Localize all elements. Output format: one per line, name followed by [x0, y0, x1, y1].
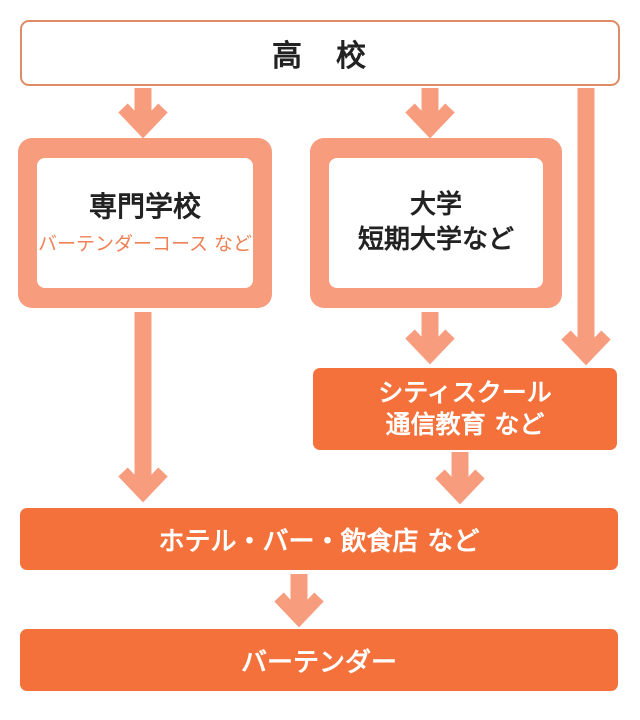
- vocational-school-title: 専門学校: [88, 190, 201, 224]
- city-school-line1: シティスクール: [378, 377, 552, 407]
- university-line1: 大学: [409, 189, 462, 220]
- university-panel: 大学 短期大学など: [329, 158, 543, 288]
- arrow-highschool-to-cityschool-icon: [561, 88, 611, 366]
- arrow-workplace-to-bartender-icon: [274, 574, 324, 628]
- university-line2: 短期大学など: [357, 225, 514, 255]
- arrow-university-to-cityschool-icon: [405, 312, 455, 365]
- arrow-highschool-to-vocational-icon: [118, 88, 168, 139]
- node-university: 大学 短期大学など: [310, 138, 562, 308]
- high-school-label: 高 校: [272, 39, 368, 74]
- bartender-label: バーテンダー: [240, 647, 397, 678]
- arrow-vocational-to-workplace-icon: [118, 312, 168, 503]
- workplace-label: ホテル・バー・飲食店 など: [158, 526, 480, 557]
- vocational-school-subtitle: バーテンダーコース など: [37, 232, 253, 255]
- vocational-school-panel: 専門学校 バーテンダーコース など: [37, 158, 253, 288]
- node-city-school: シティスクール 通信教育 など: [313, 368, 617, 450]
- arrow-cityschool-to-workplace-icon: [435, 452, 485, 505]
- node-high-school: 高 校: [20, 20, 620, 86]
- node-bartender: バーテンダー: [20, 629, 618, 691]
- city-school-line2: 通信教育 など: [385, 410, 545, 439]
- arrow-highschool-to-university-icon: [405, 88, 455, 139]
- node-workplace: ホテル・バー・飲食店 など: [20, 508, 618, 570]
- node-vocational-school: 専門学校 バーテンダーコース など: [18, 138, 272, 308]
